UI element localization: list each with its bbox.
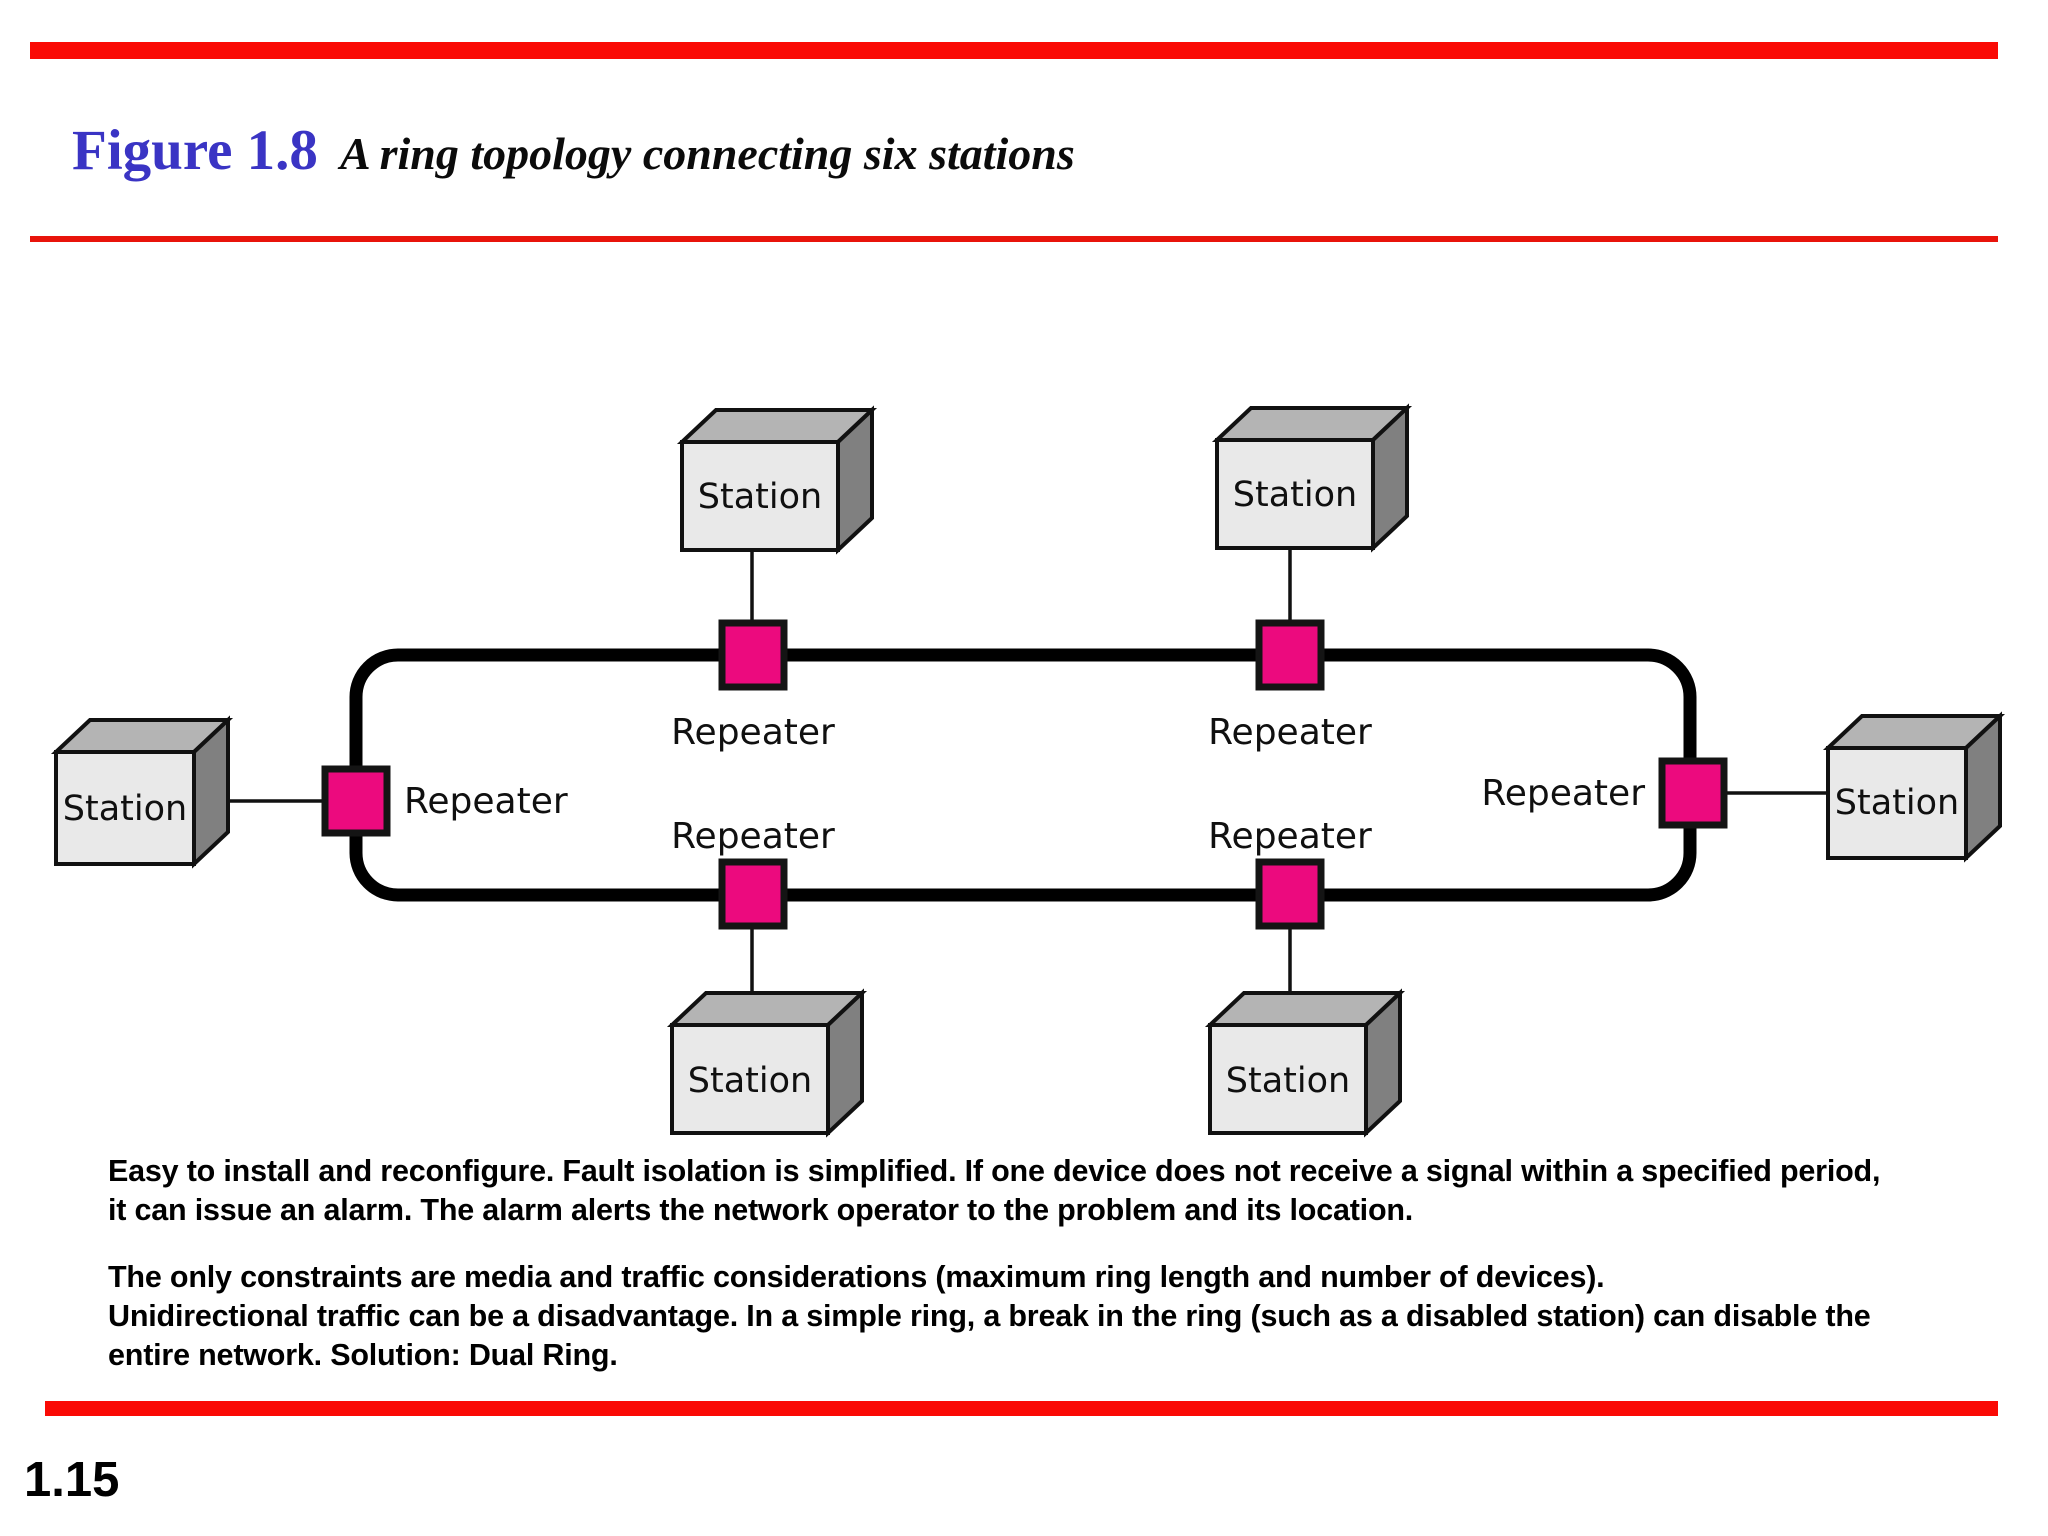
station-front-face <box>670 1023 830 1135</box>
repeater-square <box>718 858 788 930</box>
repeater-left[interactable]: Repeater <box>321 765 568 837</box>
station-top-right[interactable]: Station <box>1211 403 1413 553</box>
repeater-square <box>1658 757 1728 829</box>
paragraph2-line3: entire network. Solution: Dual Ring. <box>108 1338 618 1373</box>
station-front-face <box>1826 746 1968 860</box>
repeater-right[interactable]: Repeater <box>1481 757 1728 829</box>
station-label: Station <box>63 789 187 829</box>
station-top-left[interactable]: Station <box>676 405 878 555</box>
station-left[interactable]: Station <box>50 715 234 869</box>
repeater-square <box>1255 619 1325 691</box>
station-bottom-right[interactable]: Station <box>1204 988 1406 1138</box>
repeater-square <box>718 619 788 691</box>
description-text: Easy to install and reconfigure. Fault i… <box>108 1152 1988 1375</box>
repeater-square <box>321 765 391 837</box>
repeater-label: Repeater <box>671 712 835 753</box>
station-label: Station <box>1835 783 1959 823</box>
repeater-bottom-left[interactable]: Repeater <box>671 816 835 930</box>
figure-header: Figure 1.8 A ring topology connecting six… <box>72 118 1075 183</box>
figure-label: Figure 1.8 <box>72 119 318 182</box>
station-right[interactable]: Station <box>1822 711 2006 863</box>
header-divider-rule <box>30 236 1998 242</box>
repeater-label: Repeater <box>1208 816 1372 857</box>
station-front-face <box>54 750 196 866</box>
bottom-red-bar <box>45 1401 1998 1416</box>
station-label: Station <box>1226 1061 1350 1101</box>
repeater-label: Repeater <box>404 781 568 822</box>
station-label: Station <box>1233 475 1357 515</box>
station-front-face <box>1208 1023 1368 1135</box>
repeater-bottom-right[interactable]: Repeater <box>1208 816 1372 930</box>
paragraph2-line1: The only constraints are media and traff… <box>108 1260 1605 1295</box>
paragraph1-line2: it can issue an alarm. The alarm alerts … <box>108 1193 1414 1228</box>
repeater-square <box>1255 858 1325 930</box>
paragraph1-line1: Easy to install and reconfigure. Fault i… <box>108 1154 1881 1188</box>
repeater-label: Repeater <box>1481 773 1645 814</box>
paragraph-spacer <box>108 1230 1988 1258</box>
station-label: Station <box>698 477 822 517</box>
station-bottom-left[interactable]: Station <box>666 988 868 1138</box>
station-label: Station <box>688 1061 812 1101</box>
repeater-label: Repeater <box>1208 712 1372 753</box>
station-front-face <box>680 440 840 552</box>
station-front-face <box>1215 438 1375 550</box>
page-number: 1.15 <box>24 1453 120 1507</box>
repeater-top-right[interactable]: Repeater <box>1208 619 1372 753</box>
repeater-label: Repeater <box>671 816 835 857</box>
top-red-bar <box>30 42 1998 59</box>
figure-caption: A ring topology connecting six stations <box>339 128 1075 179</box>
repeater-top-left[interactable]: Repeater <box>671 619 835 753</box>
paragraph2-line2: Unidirectional traffic can be a disadvan… <box>108 1299 1871 1334</box>
